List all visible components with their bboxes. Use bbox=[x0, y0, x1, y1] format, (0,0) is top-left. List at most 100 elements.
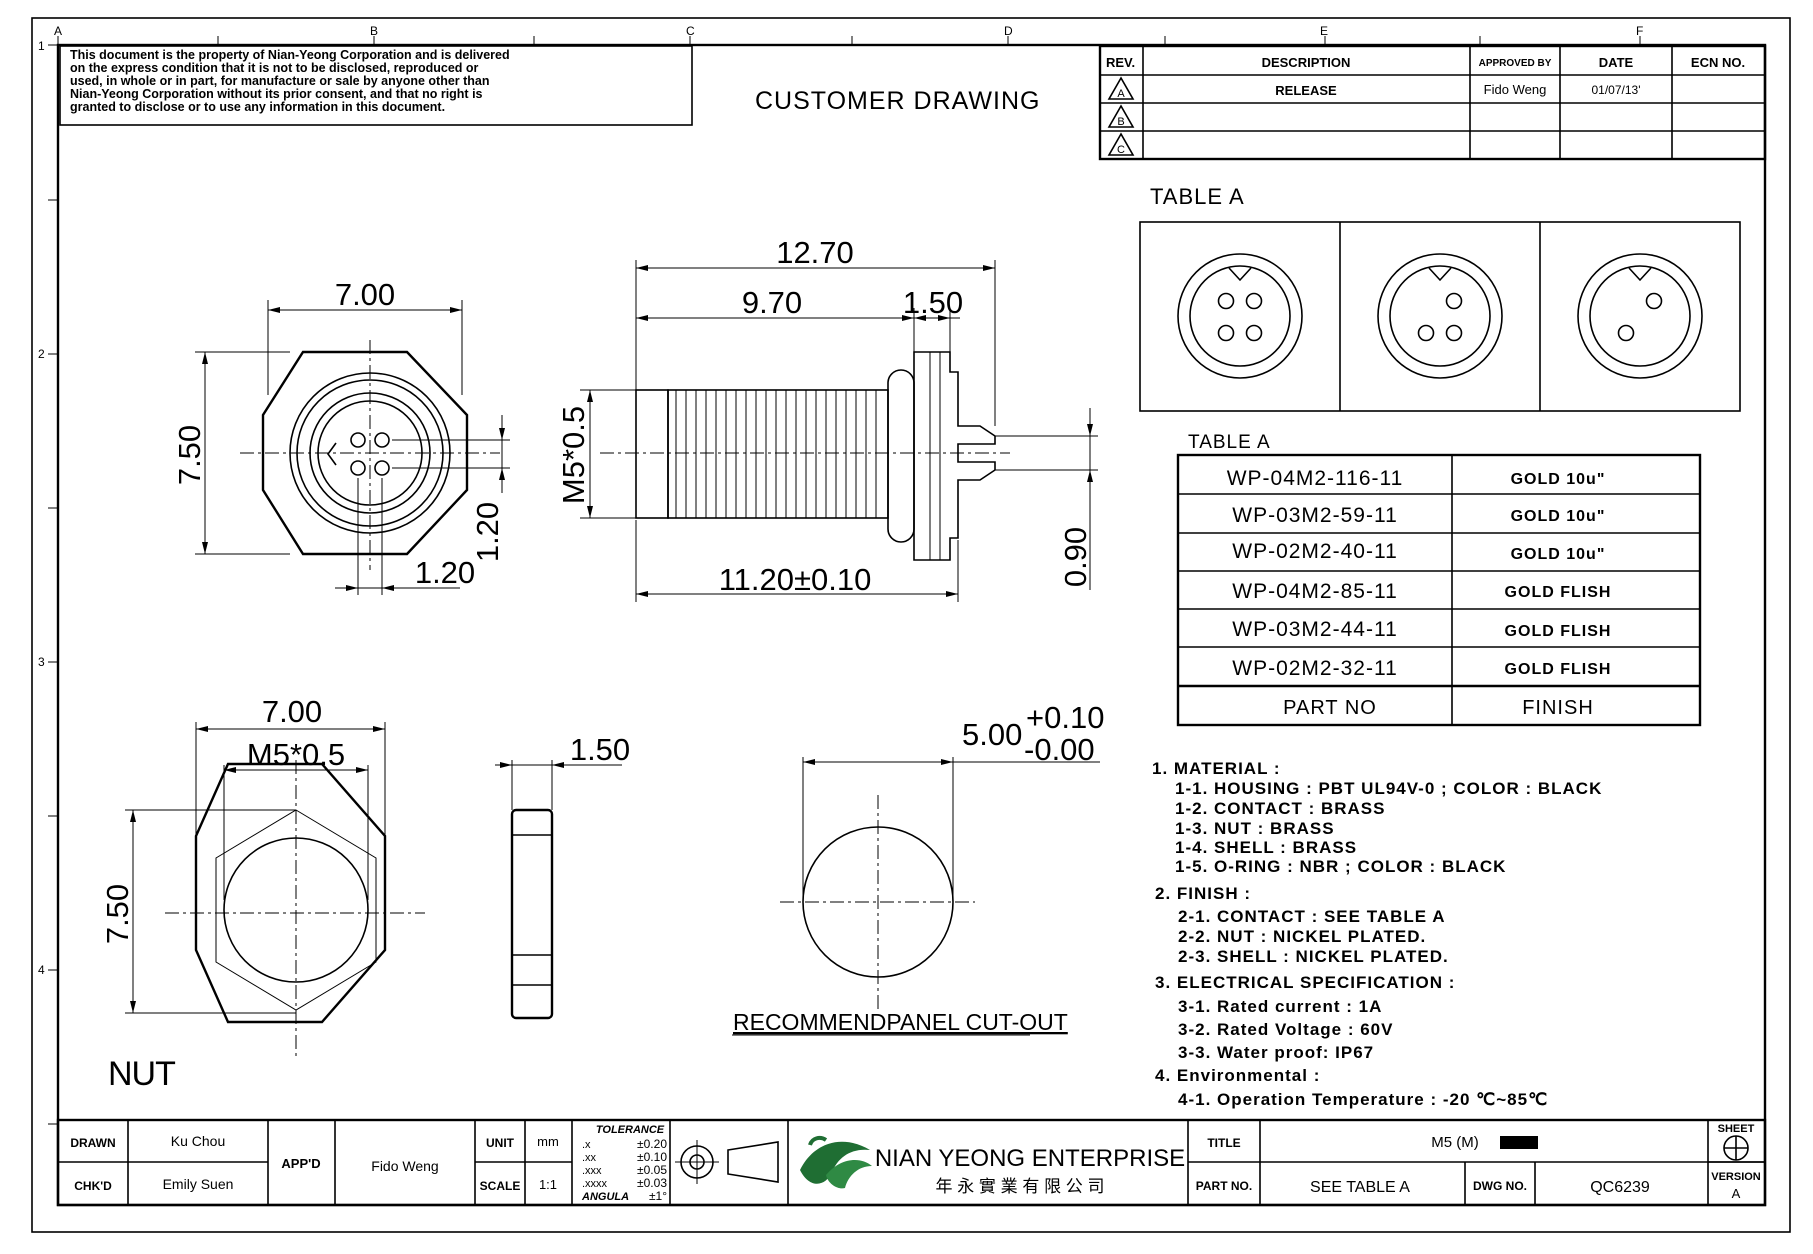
third-angle-projection-icon bbox=[675, 1140, 779, 1184]
tol-key: .xxx bbox=[582, 1165, 602, 1177]
tol-key: .xx bbox=[582, 1152, 597, 1164]
appd-value: Fido Weng bbox=[371, 1158, 438, 1174]
drawn-label: DRAWN bbox=[70, 1136, 115, 1150]
nut-front-view: 7.00 M5*0.5 7.50 bbox=[100, 694, 425, 1056]
chkd-value: Emily Suen bbox=[163, 1176, 234, 1192]
dim-cutout-tol-plus: +0.10 bbox=[1026, 700, 1104, 735]
dim-pin-pitch-v: 1.20 bbox=[470, 502, 505, 562]
tol-val: ±0.10 bbox=[637, 1150, 667, 1164]
dwg-value: QC6239 bbox=[1590, 1179, 1650, 1196]
zone-col-d: D bbox=[1004, 24, 1013, 38]
title-label: TITLE bbox=[1207, 1136, 1240, 1150]
spec-line: 2-3. SHELL : NICKEL PLATED. bbox=[1178, 947, 1449, 966]
chkd-label: CHK'D bbox=[74, 1179, 112, 1193]
spec-line: 2-2. NUT : NICKEL PLATED. bbox=[1178, 927, 1426, 946]
pin-layout-4pin bbox=[1177, 253, 1303, 379]
spec-line: 4-1. Operation Temperature : -20 ℃~85℃ bbox=[1178, 1090, 1548, 1109]
zone-col-c: C bbox=[686, 24, 695, 38]
finish: GOLD 10u" bbox=[1511, 508, 1606, 525]
company-logo-icon bbox=[800, 1135, 872, 1189]
tol-val: ±0.20 bbox=[637, 1137, 667, 1151]
notice-box bbox=[59, 45, 693, 126]
tol-key: ANGULA bbox=[581, 1191, 629, 1203]
rev-triangle-icon bbox=[1107, 76, 1135, 100]
spec-line: 2. FINISH : bbox=[1155, 884, 1251, 903]
unit-label: UNIT bbox=[486, 1136, 515, 1150]
zone-row-4: 4 bbox=[38, 963, 45, 977]
part-no: WP-04M2-85-11 bbox=[1232, 580, 1398, 603]
title-block: DRAWN Ku Chou CHK'D Emily Suen APP'D Fid… bbox=[56, 1118, 1767, 1207]
spec-line: 3. ELECTRICAL SPECIFICATION : bbox=[1155, 973, 1455, 992]
sheet-label: SHEET bbox=[1718, 1123, 1755, 1135]
dim-cutout-base: 5.00 bbox=[962, 717, 1022, 752]
rev-a: A bbox=[1117, 88, 1125, 100]
finish: GOLD FLISH bbox=[1505, 623, 1612, 640]
version-value: A bbox=[1732, 1186, 1741, 1201]
finish: GOLD 10u" bbox=[1511, 471, 1606, 488]
table-a-pins-title: TABLE A bbox=[1150, 184, 1245, 209]
rev-triangle-icon bbox=[1107, 104, 1135, 128]
notice-line: on the express condition that it is not … bbox=[70, 61, 479, 75]
date-header: DATE bbox=[1599, 55, 1634, 70]
revision-table: REV. DESCRIPTION APPROVED BY DATE ECN NO… bbox=[1098, 44, 1767, 161]
spec-line: 1-5. O-RING : NBR ; COLOR : BLACK bbox=[1175, 857, 1506, 876]
dim-flange: 1.50 bbox=[903, 285, 963, 320]
unit-value: mm bbox=[537, 1134, 559, 1149]
spec-line: 3-2. Rated Voltage : 60V bbox=[1178, 1020, 1393, 1039]
rev-c: C bbox=[1117, 144, 1125, 156]
side-view: 12.70 9.70 1.50 M5*0.5 11.20±0.10 0.90 bbox=[556, 235, 1098, 602]
zone-row-2: 2 bbox=[38, 347, 45, 361]
dim-cutout-tol-minus: -0.00 bbox=[1024, 732, 1095, 767]
part-no: WP-04M2-116-11 bbox=[1227, 467, 1404, 490]
part-no: WP-03M2-44-11 bbox=[1232, 618, 1398, 641]
scale-label: SCALE bbox=[480, 1179, 521, 1193]
spec-line: 1-3. NUT : BRASS bbox=[1175, 819, 1335, 838]
table-a-parts-title: TABLE A bbox=[1188, 432, 1271, 453]
specifications: 1. MATERIAL : 1-1. HOUSING : PBT UL94V-0… bbox=[1152, 759, 1602, 1109]
zone-col-a: A bbox=[54, 24, 62, 38]
partno-value: SEE TABLE A bbox=[1310, 1179, 1410, 1196]
dim-nut-height: 7.50 bbox=[100, 884, 135, 944]
part-no: WP-02M2-40-11 bbox=[1232, 540, 1398, 563]
version-label: VERSION bbox=[1711, 1171, 1761, 1183]
pin-layout-3pin bbox=[1377, 253, 1503, 379]
zone-col-b: B bbox=[370, 24, 378, 38]
part-no: WP-02M2-32-11 bbox=[1232, 657, 1398, 680]
tol-val: ±0.05 bbox=[637, 1163, 667, 1177]
notice-text: This document is the property of Nian-Ye… bbox=[70, 48, 510, 114]
ecn-header: ECN NO. bbox=[1691, 55, 1745, 70]
tolerance-label: TOLERANCE bbox=[596, 1124, 665, 1136]
scale-value: 1:1 bbox=[539, 1177, 557, 1192]
company-name-en: NIAN YEONG ENTERPRISE bbox=[875, 1145, 1185, 1172]
description-header: DESCRIPTION bbox=[1262, 55, 1351, 70]
spec-line: 2-1. CONTACT : SEE TABLE A bbox=[1178, 907, 1445, 926]
spec-line: 1. MATERIAL : bbox=[1152, 759, 1281, 778]
notice-line: granted to disclose or to use any inform… bbox=[70, 100, 445, 114]
cutout-label: RECOMMENDPANEL CUT-OUT bbox=[733, 1009, 1068, 1035]
zone-row-3: 3 bbox=[38, 655, 45, 669]
rev-header: REV. bbox=[1106, 55, 1135, 70]
dim-nut-width: 7.00 bbox=[262, 694, 322, 729]
approved-by-header: APPROVED BY bbox=[1479, 58, 1552, 69]
dim-pin-pitch-h: 1.20 bbox=[415, 555, 475, 590]
outer-border bbox=[31, 17, 1791, 1233]
company-name-zh: 年 永 實 業 有 限 公 司 bbox=[935, 1177, 1104, 1196]
pin-layout-2pin bbox=[1577, 253, 1703, 379]
rev-date: 01/07/13' bbox=[1591, 83, 1640, 97]
finish-header: FINISH bbox=[1522, 697, 1594, 719]
notice-line: Nian-Yeong Corporation without its prior… bbox=[70, 87, 483, 101]
tol-key: .x bbox=[582, 1139, 591, 1151]
dim-total-length: 12.70 bbox=[776, 235, 854, 270]
dwg-label: DWG NO. bbox=[1473, 1179, 1527, 1193]
part-no-header: PART NO bbox=[1283, 697, 1377, 719]
nut-label: NUT bbox=[108, 1055, 175, 1093]
dim-nut-thickness: 1.50 bbox=[570, 732, 630, 767]
zone-row-1: 1 bbox=[38, 39, 45, 53]
spec-line: 1-1. HOUSING : PBT UL94V-0 ; COLOR : BLA… bbox=[1175, 779, 1602, 798]
rev-b: B bbox=[1117, 116, 1124, 128]
spec-line: 4. Environmental : bbox=[1155, 1066, 1320, 1085]
zone-col-e: E bbox=[1320, 24, 1328, 38]
drawing-title: CUSTOMER DRAWING bbox=[755, 87, 1040, 115]
spec-line: 1-4. SHELL : BRASS bbox=[1175, 838, 1357, 857]
